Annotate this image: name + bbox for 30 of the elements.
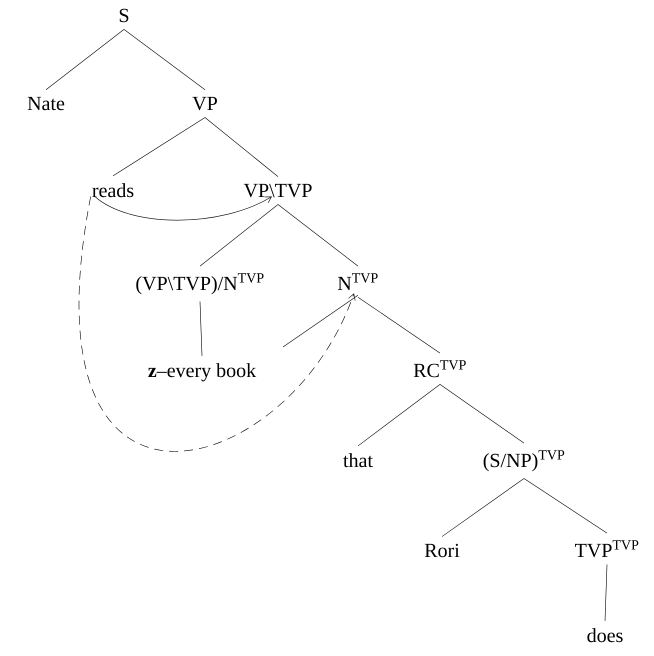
branch-line [204, 117, 278, 177]
branch-line [200, 301, 202, 356]
branch-line [440, 384, 524, 444]
branch-line [524, 478, 608, 534]
tree-label: Nate [28, 96, 64, 110]
branch-line [282, 294, 358, 348]
movement-arrow [94, 196, 272, 220]
branch-line [46, 29, 124, 90]
branch-line [112, 117, 206, 176]
movement-arrow [80, 196, 356, 452]
branch-line [358, 296, 440, 354]
tree-label: VP\TVP [244, 184, 312, 198]
branch-line [604, 564, 608, 622]
tree-label: that [343, 453, 373, 468]
tree-label: does [587, 628, 623, 642]
tree-label: RC$^{TVP}$ [414, 360, 466, 378]
branch-line [200, 204, 278, 266]
tree-label: Rori [424, 544, 460, 558]
tree-label: (VP\TVP)/N$^{TVP}$ [136, 273, 264, 294]
tree-label: S [120, 8, 128, 22]
branch-line [358, 384, 440, 446]
tree-label: z–every book [148, 363, 256, 382]
tree-label: N$^{TVP}$ [338, 273, 378, 290]
branch-line [442, 478, 524, 537]
branch-line [278, 204, 358, 266]
tree-label: TVP$^{TVP}$ [575, 540, 638, 558]
tree-label: VP [192, 96, 217, 110]
tree-label: (S/NP)$^{TVP}$ [484, 450, 564, 472]
branch-line [124, 29, 206, 90]
tree-label: reads [92, 183, 134, 198]
